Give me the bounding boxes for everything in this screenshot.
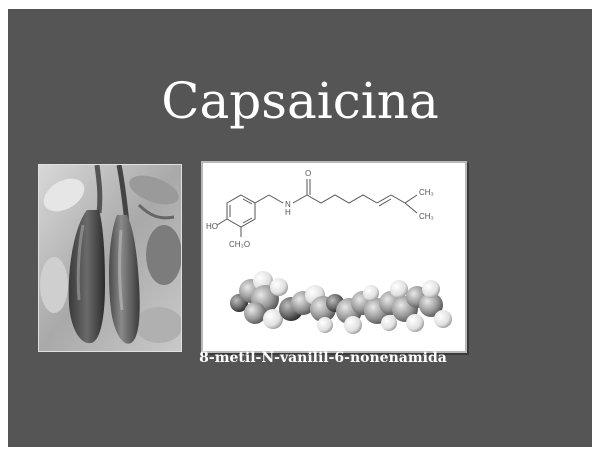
compound-name: 8-metil-N-vanilil-6-nonenamida [199,350,447,366]
capsaicin-molecule: HO CH₃O N H O CH₃ CH₃ [206,169,452,334]
label-o: O [305,169,311,178]
slide: Capsaicina [8,9,592,447]
skeletal-formula [216,179,418,237]
chili-pepper-image [39,165,181,351]
slide-title: Capsaicina [161,72,439,130]
label-ch3-top: CH₃ [419,188,434,197]
space-filling-model [230,271,452,334]
label-n: N [285,200,291,209]
label-ch3-bottom: CH₃ [419,212,434,221]
label-ho: HO [206,222,218,231]
chili-pepper-photo [38,164,182,352]
label-ch3o: CH₃O [229,240,250,249]
label-h: H [285,208,291,217]
capsaicin-structure-diagram: HO CH₃O N H O CH₃ CH₃ [201,161,467,353]
